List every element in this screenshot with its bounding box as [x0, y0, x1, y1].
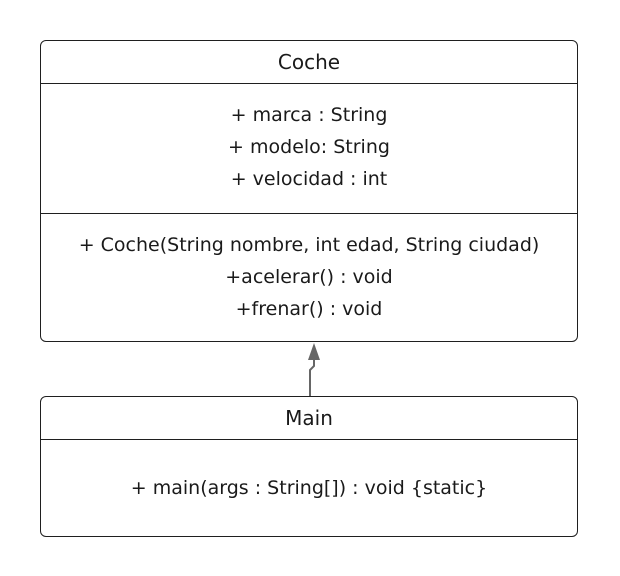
class-box-main[interactable]: Main + main(args : String[]) : void {sta…: [40, 396, 578, 537]
class-box-coche[interactable]: Coche + marca : String + modelo: String …: [40, 40, 578, 342]
relation-line: [309, 360, 315, 396]
operation-main: + main(args : String[]) : void {static}: [130, 477, 488, 499]
arrowhead-icon: [308, 343, 320, 360]
operation-acelerar: +acelerar() : void: [225, 266, 393, 288]
attribute-modelo: + modelo: String: [228, 136, 390, 158]
operation-constructor: + Coche(String nombre, int edad, String …: [78, 234, 540, 256]
attribute-marca: + marca : String: [230, 104, 388, 126]
class-name-main: Main: [41, 397, 577, 440]
class-name-coche: Coche: [41, 41, 577, 84]
attributes-section-coche: + marca : String + modelo: String + velo…: [41, 84, 577, 214]
operations-section-coche: + Coche(String nombre, int edad, String …: [41, 214, 577, 325]
operation-frenar: +frenar() : void: [235, 298, 383, 320]
attribute-velocidad: + velocidad : int: [230, 168, 388, 190]
operations-section-main: + main(args : String[]) : void {static}: [41, 440, 577, 504]
